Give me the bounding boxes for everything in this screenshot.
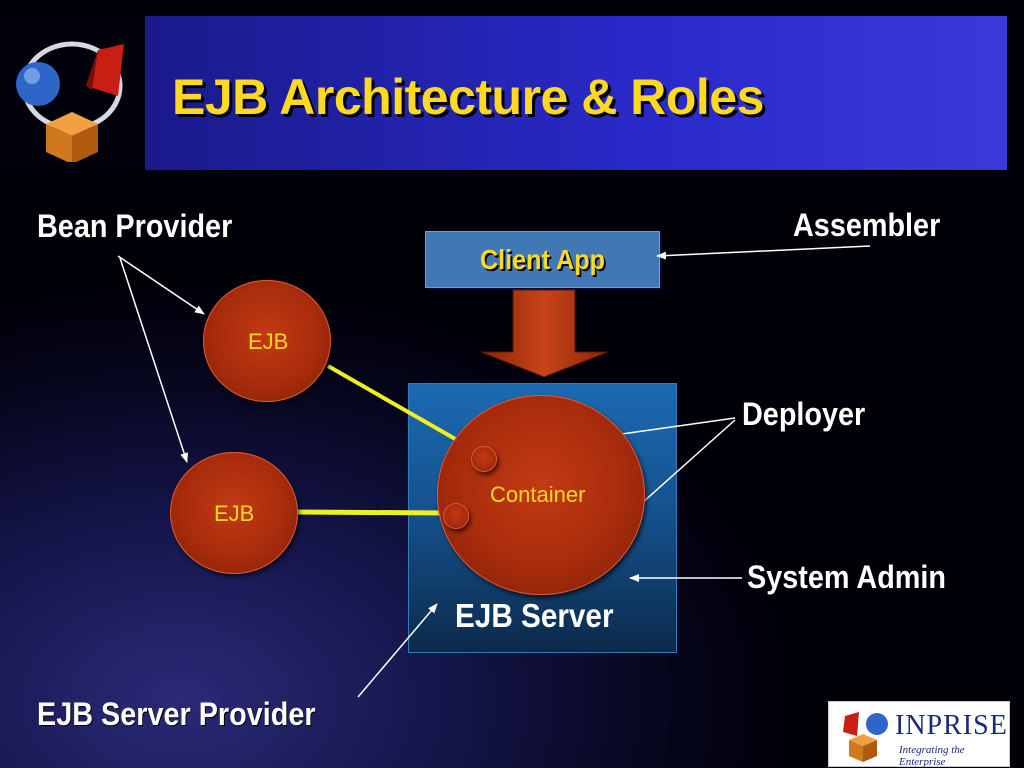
ejb-bean-2 [170,452,298,574]
ejb-server-label: EJB Server [455,597,614,634]
container-circle [437,395,645,595]
deployer-label: Deployer [742,396,866,432]
server-provider-arrow [357,603,438,698]
inprise-brand: INPRISE [895,710,1008,741]
container-port-2 [443,503,469,529]
assembler-arrow [656,245,871,260]
inprise-tagline: Integrating the Enterprise [899,744,965,768]
ejb-1-label: EJB [248,329,289,354]
container-label: Container [490,482,586,507]
ejb-2-label: EJB [214,501,255,526]
title-bar [145,16,1007,170]
ejb1-connector-line [327,364,479,454]
container-port-1 [471,446,497,472]
slide-title: EJB Architecture & Roles [172,69,764,125]
client-app-box: Client App [425,231,660,288]
assembler-label: Assembler [793,207,941,243]
system-admin-label: System Admin [747,559,946,595]
inprise-logo: INPRISE Integrating the Enterprise [828,701,1010,768]
bean-provider-label: Bean Provider [37,208,233,244]
ejb-bean-1 [203,280,331,402]
server-provider-label: EJB Server Provider [37,696,316,732]
app-logo [0,16,145,164]
shapes-logo-icon [16,41,124,164]
client-to-server-arrow [480,289,609,378]
bean-provider-arrow-2 [119,257,188,463]
ejb2-connector-line [297,509,447,516]
bean-provider-arrow-1 [117,255,205,315]
client-app-label: Client App [479,244,606,275]
inprise-shapes-icon [843,712,888,762]
